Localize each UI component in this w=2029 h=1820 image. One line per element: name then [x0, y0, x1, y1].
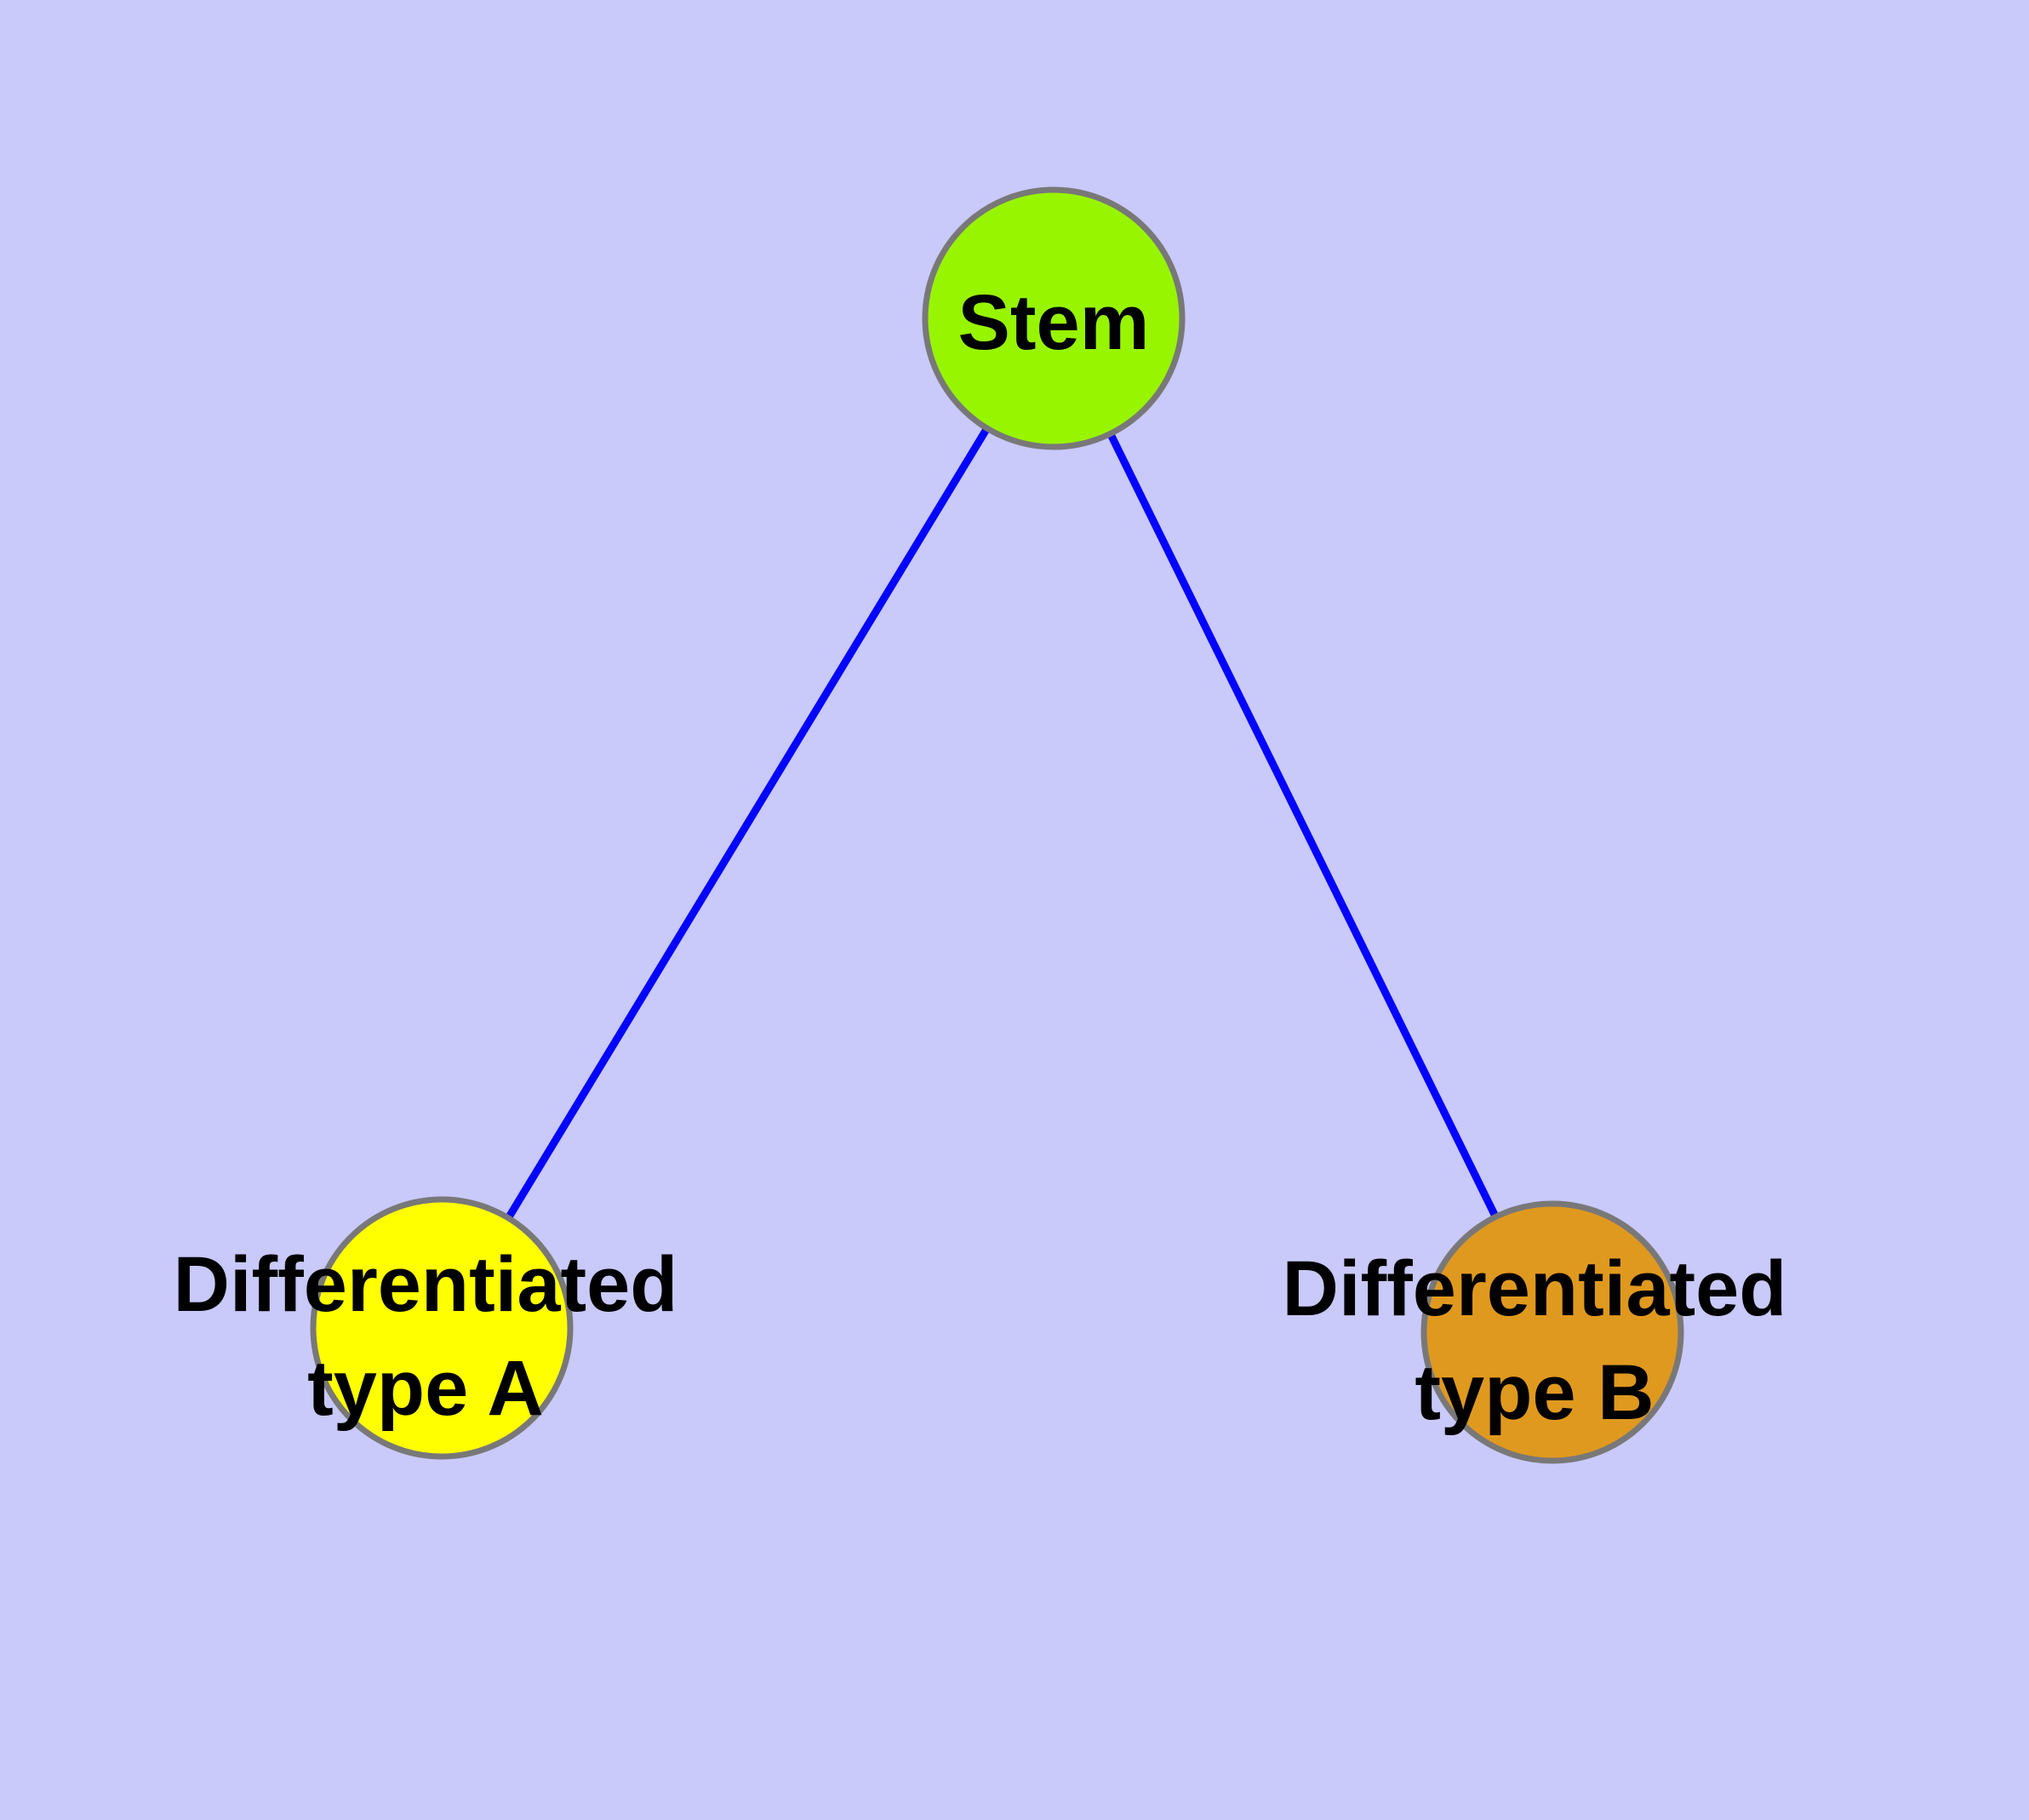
edge-stem-to-type-b — [1049, 317, 1557, 1334]
node-differentiated-type-a — [310, 1196, 574, 1460]
node-type-a-label-line1: Differentiated — [174, 1241, 678, 1328]
node-type-b-label-line2: type B — [1415, 1349, 1654, 1436]
edge-stem-to-type-a — [438, 316, 1057, 1331]
node-stem-label: Stem — [958, 279, 1150, 366]
node-differentiated-type-b — [1420, 1200, 1684, 1464]
node-type-a-label-line2: type A — [307, 1345, 544, 1432]
node-stem — [922, 186, 1186, 450]
node-type-b-label-line1: Differentiated — [1283, 1245, 1787, 1332]
